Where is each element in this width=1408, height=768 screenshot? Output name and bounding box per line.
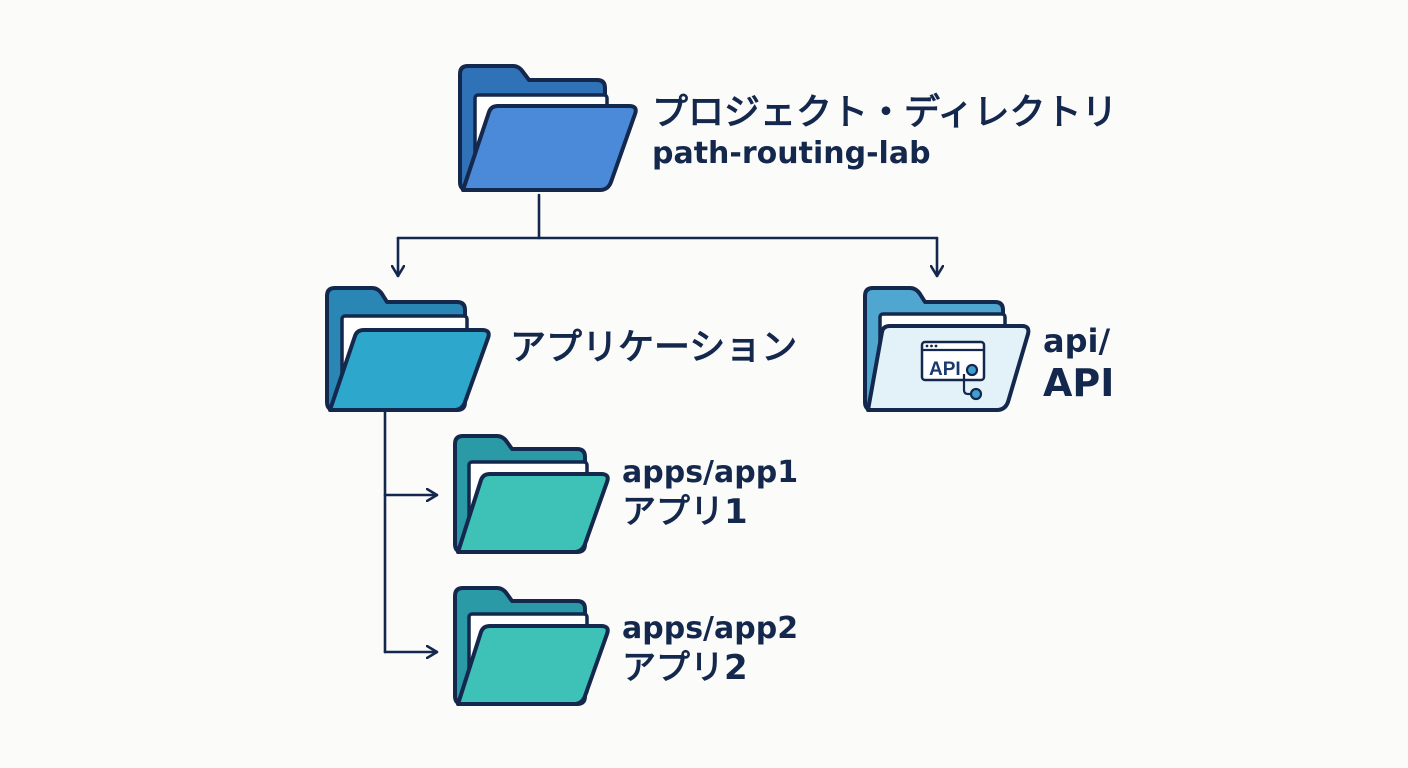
app2-folder-node: [450, 584, 615, 709]
app1-folder-node: [450, 432, 615, 557]
folder-open-icon: [453, 434, 610, 554]
applications-folder-node: [322, 284, 497, 414]
folder-open-icon: [453, 586, 610, 706]
app2-path: apps/app2: [622, 611, 799, 646]
app1-title: アプリ1: [622, 491, 748, 532]
api-badge-text: API: [929, 359, 961, 380]
applications-label: アプリケーション: [510, 327, 797, 368]
api-folder-node: API: [860, 284, 1035, 414]
connection-nodes-icon: [962, 363, 983, 401]
folder-open-icon: [325, 286, 491, 412]
api-path: api/: [1043, 322, 1111, 360]
folder-open-icon: [458, 64, 638, 192]
root-title: プロジェクト・ディレクトリ: [652, 92, 1118, 133]
app2-title: アプリ2: [622, 647, 748, 688]
api-title: API: [1043, 360, 1115, 405]
applications-title: アプリケーション: [510, 327, 798, 368]
app1-label: apps/app1 アプリ1: [622, 455, 799, 532]
root-label: プロジェクト・ディレクトリ path-routing-lab: [652, 92, 1117, 172]
app2-label: apps/app2 アプリ2: [622, 611, 799, 688]
app1-path: apps/app1: [622, 455, 799, 490]
folder-api-icon: API: [863, 286, 1031, 412]
root-folder-node: [455, 62, 645, 197]
root-subtitle: path-routing-lab: [652, 136, 931, 172]
api-label: api/ API: [1043, 323, 1114, 405]
